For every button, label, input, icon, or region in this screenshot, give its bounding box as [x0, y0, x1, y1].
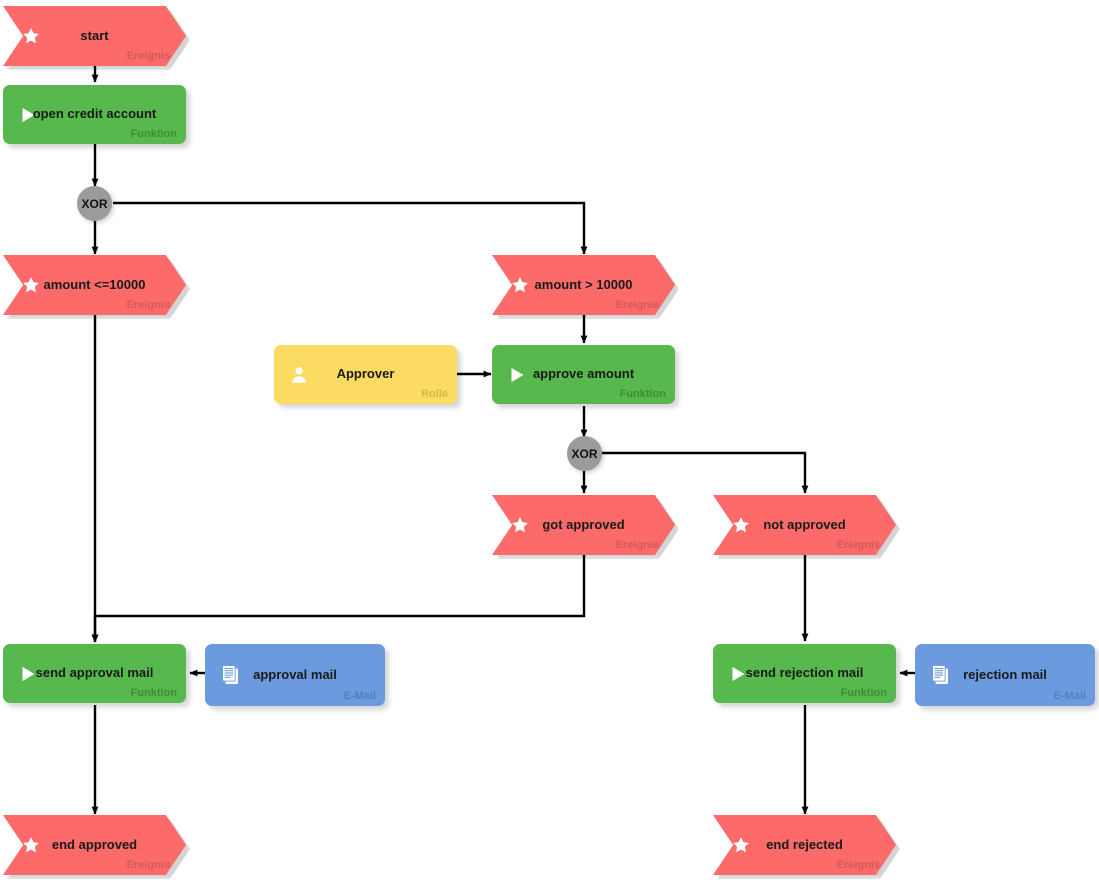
node-label: end rejected — [766, 836, 843, 852]
node-type-label: Ereignis — [126, 50, 170, 62]
node-label: amount > 10000 — [534, 276, 633, 292]
node-label: not approved — [763, 516, 846, 532]
star-icon — [21, 275, 41, 295]
node-start[interactable]: start Ereignis — [3, 6, 190, 70]
node-label: end approved — [51, 836, 138, 852]
play-icon — [727, 663, 749, 685]
node-label: amount <=10000 — [43, 276, 146, 292]
edge-xor1-to-amount-gt — [113, 201, 588, 255]
node-rejection-mail[interactable]: rejection mail E-Mail — [915, 644, 1095, 706]
node-send-approval-mail[interactable]: send approval mail Funktion — [3, 644, 186, 703]
person-icon — [288, 364, 310, 386]
gateway-xor-1[interactable]: XOR — [77, 186, 112, 221]
star-icon — [731, 835, 751, 855]
node-approver[interactable]: Approver Rolle — [274, 345, 457, 404]
node-type-label: Funktion — [130, 128, 177, 140]
role-shape — [274, 345, 457, 404]
node-label: approval mail — [253, 666, 337, 682]
node-send-rejection-mail[interactable]: send rejection mail Funktion — [713, 644, 896, 703]
star-icon — [510, 515, 530, 535]
node-type-label: E-Mail — [343, 690, 376, 702]
play-icon — [506, 364, 528, 386]
node-label: open credit account — [32, 106, 157, 122]
node-type-label: Ereignis — [836, 859, 880, 871]
gateway-xor-2[interactable]: XOR — [567, 436, 602, 471]
node-type-label: Ereignis — [615, 539, 659, 551]
node-open-credit-account[interactable]: open credit account Funktion — [3, 85, 186, 144]
star-icon — [731, 515, 751, 535]
node-label: got approved — [542, 516, 625, 532]
star-icon — [510, 275, 530, 295]
star-icon — [21, 26, 41, 46]
node-label: start — [80, 27, 109, 43]
node-type-label: Ereignis — [126, 859, 170, 871]
node-type-label: Ereignis — [615, 299, 659, 311]
node-type-label: Funktion — [130, 687, 177, 699]
node-approve-amount[interactable]: approve amount Funktion — [492, 345, 675, 404]
node-label: Approver — [336, 366, 395, 382]
edge-xor2-to-not-approved — [602, 451, 809, 494]
node-type-label: Funktion — [840, 687, 887, 699]
gateway-label: XOR — [571, 446, 598, 461]
node-not-approved[interactable]: not approved Ereignis — [713, 495, 900, 559]
play-icon — [17, 663, 39, 685]
node-end-rejected[interactable]: end rejected Ereignis — [713, 815, 900, 879]
node-type-label: E-Mail — [1053, 690, 1086, 702]
edge-got-approved-to-send-approval — [91, 555, 586, 643]
node-label: send approval mail — [35, 665, 154, 681]
document-icon — [219, 663, 243, 687]
node-end-approved[interactable]: end approved Ereignis — [3, 815, 190, 879]
node-type-label: Ereignis — [126, 299, 170, 311]
play-icon — [17, 104, 39, 126]
node-label: approve amount — [532, 366, 635, 382]
node-got-approved[interactable]: got approved Ereignis — [492, 495, 679, 559]
gateway-label: XOR — [81, 196, 108, 211]
document-icon — [929, 663, 953, 687]
node-approval-mail[interactable]: approval mail E-Mail — [205, 644, 385, 706]
star-icon — [21, 835, 41, 855]
node-label: send rejection mail — [745, 665, 864, 681]
node-label: rejection mail — [963, 666, 1047, 682]
node-amount-gt-10000[interactable]: amount > 10000 Ereignis — [492, 255, 679, 319]
node-type-label: Rolle — [421, 388, 448, 400]
node-type-label: Funktion — [619, 388, 666, 400]
node-amount-le-10000[interactable]: amount <=10000 Ereignis — [3, 255, 190, 319]
node-type-label: Ereignis — [836, 539, 880, 551]
